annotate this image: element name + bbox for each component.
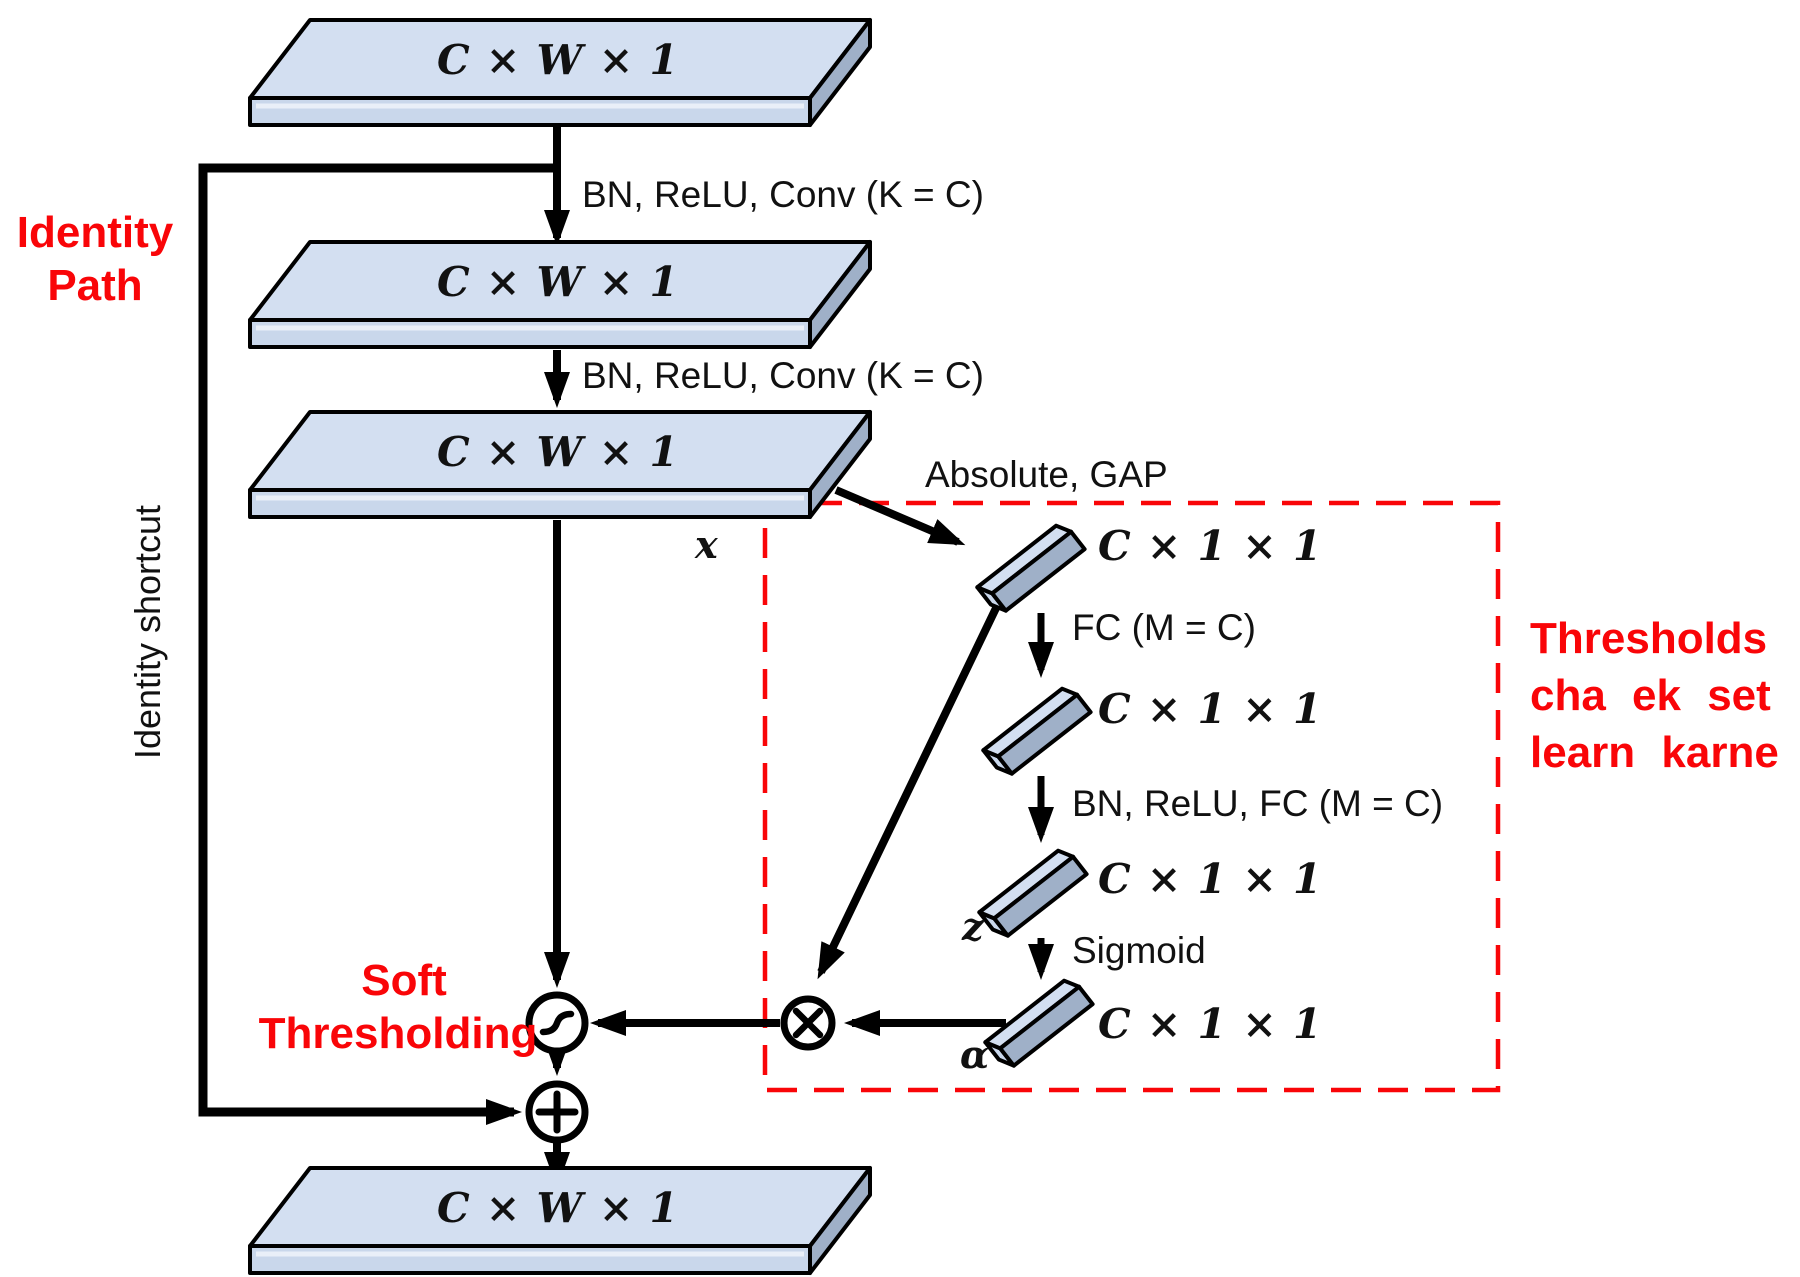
thresholds-note-line3: learn karne (1530, 728, 1779, 777)
absolute-gap-label: Absolute, GAP (925, 454, 1168, 495)
input-slab-label: C × W × 1 (437, 36, 679, 84)
conv-slab-2-label: C × W × 1 (437, 428, 679, 476)
gap-bar-body (990, 529, 1087, 613)
output-slab: C × W × 1 (248, 1166, 872, 1275)
z-bar-label: C × 1 × 1 (1098, 855, 1323, 903)
multiply-node (780, 995, 836, 1051)
identity-shortcut-label: Identity shortcut (127, 505, 168, 759)
fc1-label: FC (M = C) (1072, 607, 1256, 648)
soft-thresholding-label-line1: Soft (361, 956, 447, 1005)
arrow-absolute-gap (834, 486, 966, 546)
soft-threshold-curve-icon (539, 1010, 575, 1036)
thresholds-note-line1: Thresholds (1530, 614, 1767, 663)
arrow-gap-to-multiply (817, 604, 1001, 980)
input-slab: C × W × 1 (248, 18, 872, 127)
sigmoid-label: Sigmoid (1072, 930, 1206, 971)
thresholds-note-line2: cha ek set (1530, 671, 1771, 720)
gap-bar (975, 523, 1087, 613)
input-slab-front-face (248, 96, 812, 127)
conv2-label: BN, ReLU, Conv (K = C) (582, 355, 984, 396)
identity-shortcut-line (198, 163, 557, 1125)
output-slab-label: C × W × 1 (437, 1184, 679, 1232)
z-bar (977, 848, 1089, 938)
output-slab-front-face (248, 1244, 812, 1275)
soft-thresholding-label-line2: Thresholding (259, 1009, 538, 1058)
fc2-label: BN, ReLU, FC (M = C) (1072, 783, 1443, 824)
soft-threshold-node (525, 991, 589, 1055)
conv-slab-1-front-face (248, 318, 812, 349)
add-node (525, 1080, 589, 1144)
conv-slab-2: C × W × 1 (248, 410, 872, 519)
fc1-bar-label: C × 1 × 1 (1098, 685, 1323, 733)
var-alpha-label: α (960, 1032, 989, 1077)
alpha-bar (983, 978, 1095, 1068)
conv1-label: BN, ReLU, Conv (K = C) (582, 174, 984, 215)
var-x-label: x (694, 522, 719, 567)
identity-path-label-line2: Path (47, 261, 142, 310)
conv-slab-1-label: C × W × 1 (437, 258, 679, 306)
z-bar-body (992, 854, 1089, 938)
fc1-bar (981, 686, 1093, 776)
var-z-label: z (961, 904, 985, 949)
conv-slab-1: C × W × 1 (248, 240, 872, 349)
identity-path-label-line1: Identity (17, 208, 174, 257)
alpha-bar-body (998, 984, 1095, 1068)
fc1-bar-body (996, 692, 1093, 776)
gap-bar-label: C × 1 × 1 (1098, 522, 1323, 570)
conv-slab-2-front-face (248, 488, 812, 519)
alpha-bar-label: C × 1 × 1 (1098, 1000, 1323, 1048)
multiply-cross-icon (792, 1007, 824, 1039)
